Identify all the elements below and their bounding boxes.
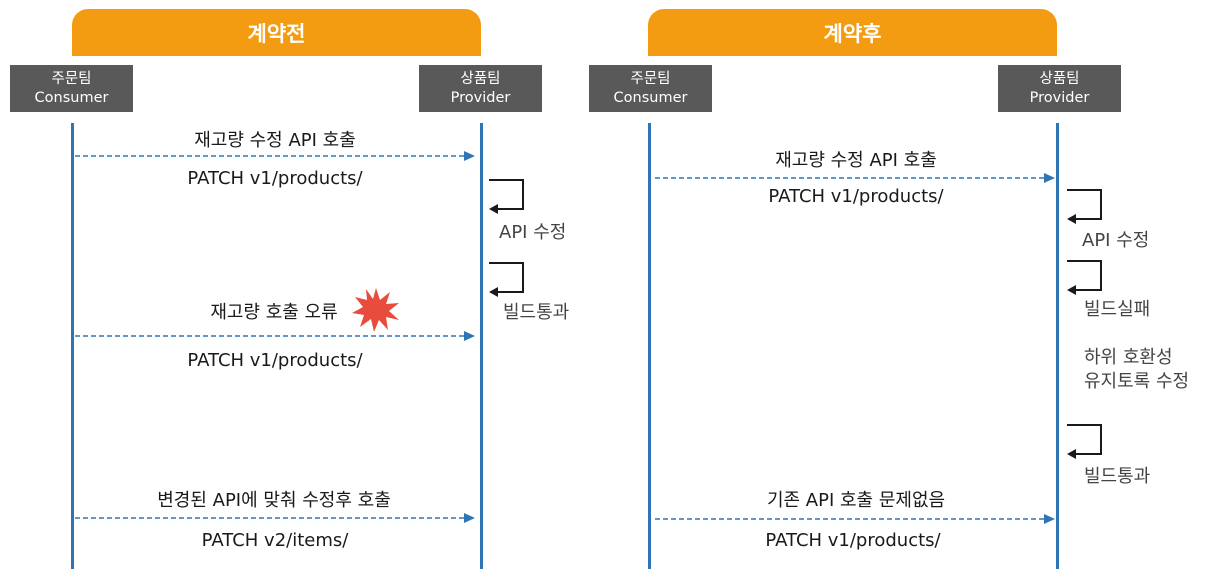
after-note-compat-line-1: 하위 호환성 xyxy=(1084,347,1173,368)
before-message-1-label: 재고량 수정 API 호출 xyxy=(194,130,356,151)
before-provider-lifeline xyxy=(480,123,483,569)
after-consumer-team: 주문팀 xyxy=(630,70,671,87)
error-burst-icon xyxy=(352,288,400,332)
after-message-2-arrow xyxy=(655,514,1055,524)
after-consumer-lifeline xyxy=(648,123,651,569)
before-message-3-label: 변경된 API에 맞춰 수정후 호출 xyxy=(157,490,391,511)
after-consumer-role: Consumer xyxy=(613,89,688,106)
after-title-banner: 계약후 xyxy=(648,9,1057,56)
after-provider-actor: 상품팀 Provider xyxy=(998,65,1121,112)
after-note-compat-line-2: 유지토록 수정 xyxy=(1084,371,1190,392)
before-message-1-arrow xyxy=(75,151,475,161)
before-provider-role: Provider xyxy=(450,89,511,106)
before-message-1-request: PATCH v1/products/ xyxy=(187,168,363,189)
after-note-build-pass: 빌드통과 xyxy=(1084,466,1151,487)
after-title: 계약후 xyxy=(823,21,882,46)
before-title-banner: 계약전 xyxy=(72,9,481,56)
after-provider-role: Provider xyxy=(1029,89,1090,106)
before-consumer-lifeline xyxy=(71,123,74,569)
before-consumer-actor: 주문팀 Consumer xyxy=(10,65,133,112)
before-note-build-pass: 빌드통과 xyxy=(503,302,570,323)
before-note-api-change: API 수정 xyxy=(499,222,567,243)
after-message-1-label: 재고량 수정 API 호출 xyxy=(775,150,937,171)
before-consumer-role: Consumer xyxy=(34,89,109,106)
after-provider-self-loop-1 xyxy=(1065,188,1105,224)
before-message-2-arrow xyxy=(75,331,475,341)
after-message-1-arrow xyxy=(655,173,1055,183)
after-message-2-label: 기존 API 호출 문제없음 xyxy=(766,490,946,511)
after-provider-team: 상품팀 xyxy=(1039,70,1080,87)
before-message-2-label: 재고량 호출 오류 xyxy=(210,302,338,323)
after-message-2-request: PATCH v1/products/ xyxy=(765,530,941,551)
after-message-1-request: PATCH v1/products/ xyxy=(768,186,944,207)
after-provider-self-loop-2 xyxy=(1065,259,1105,295)
after-note-api-change: API 수정 xyxy=(1082,230,1150,251)
before-provider-self-loop-1 xyxy=(487,178,527,214)
before-message-3-arrow xyxy=(75,513,475,523)
after-note-build-fail: 빌드실패 xyxy=(1084,299,1151,320)
before-title: 계약전 xyxy=(247,21,306,46)
before-consumer-team: 주문팀 xyxy=(51,70,92,87)
before-provider-actor: 상품팀 Provider xyxy=(419,65,542,112)
before-provider-self-loop-2 xyxy=(487,261,527,297)
before-provider-team: 상품팀 xyxy=(460,70,501,87)
after-consumer-actor: 주문팀 Consumer xyxy=(589,65,712,112)
after-provider-self-loop-3 xyxy=(1065,423,1105,459)
after-provider-lifeline xyxy=(1056,123,1059,569)
before-message-2-request: PATCH v1/products/ xyxy=(187,350,363,371)
before-message-3-request: PATCH v2/items/ xyxy=(201,530,349,551)
